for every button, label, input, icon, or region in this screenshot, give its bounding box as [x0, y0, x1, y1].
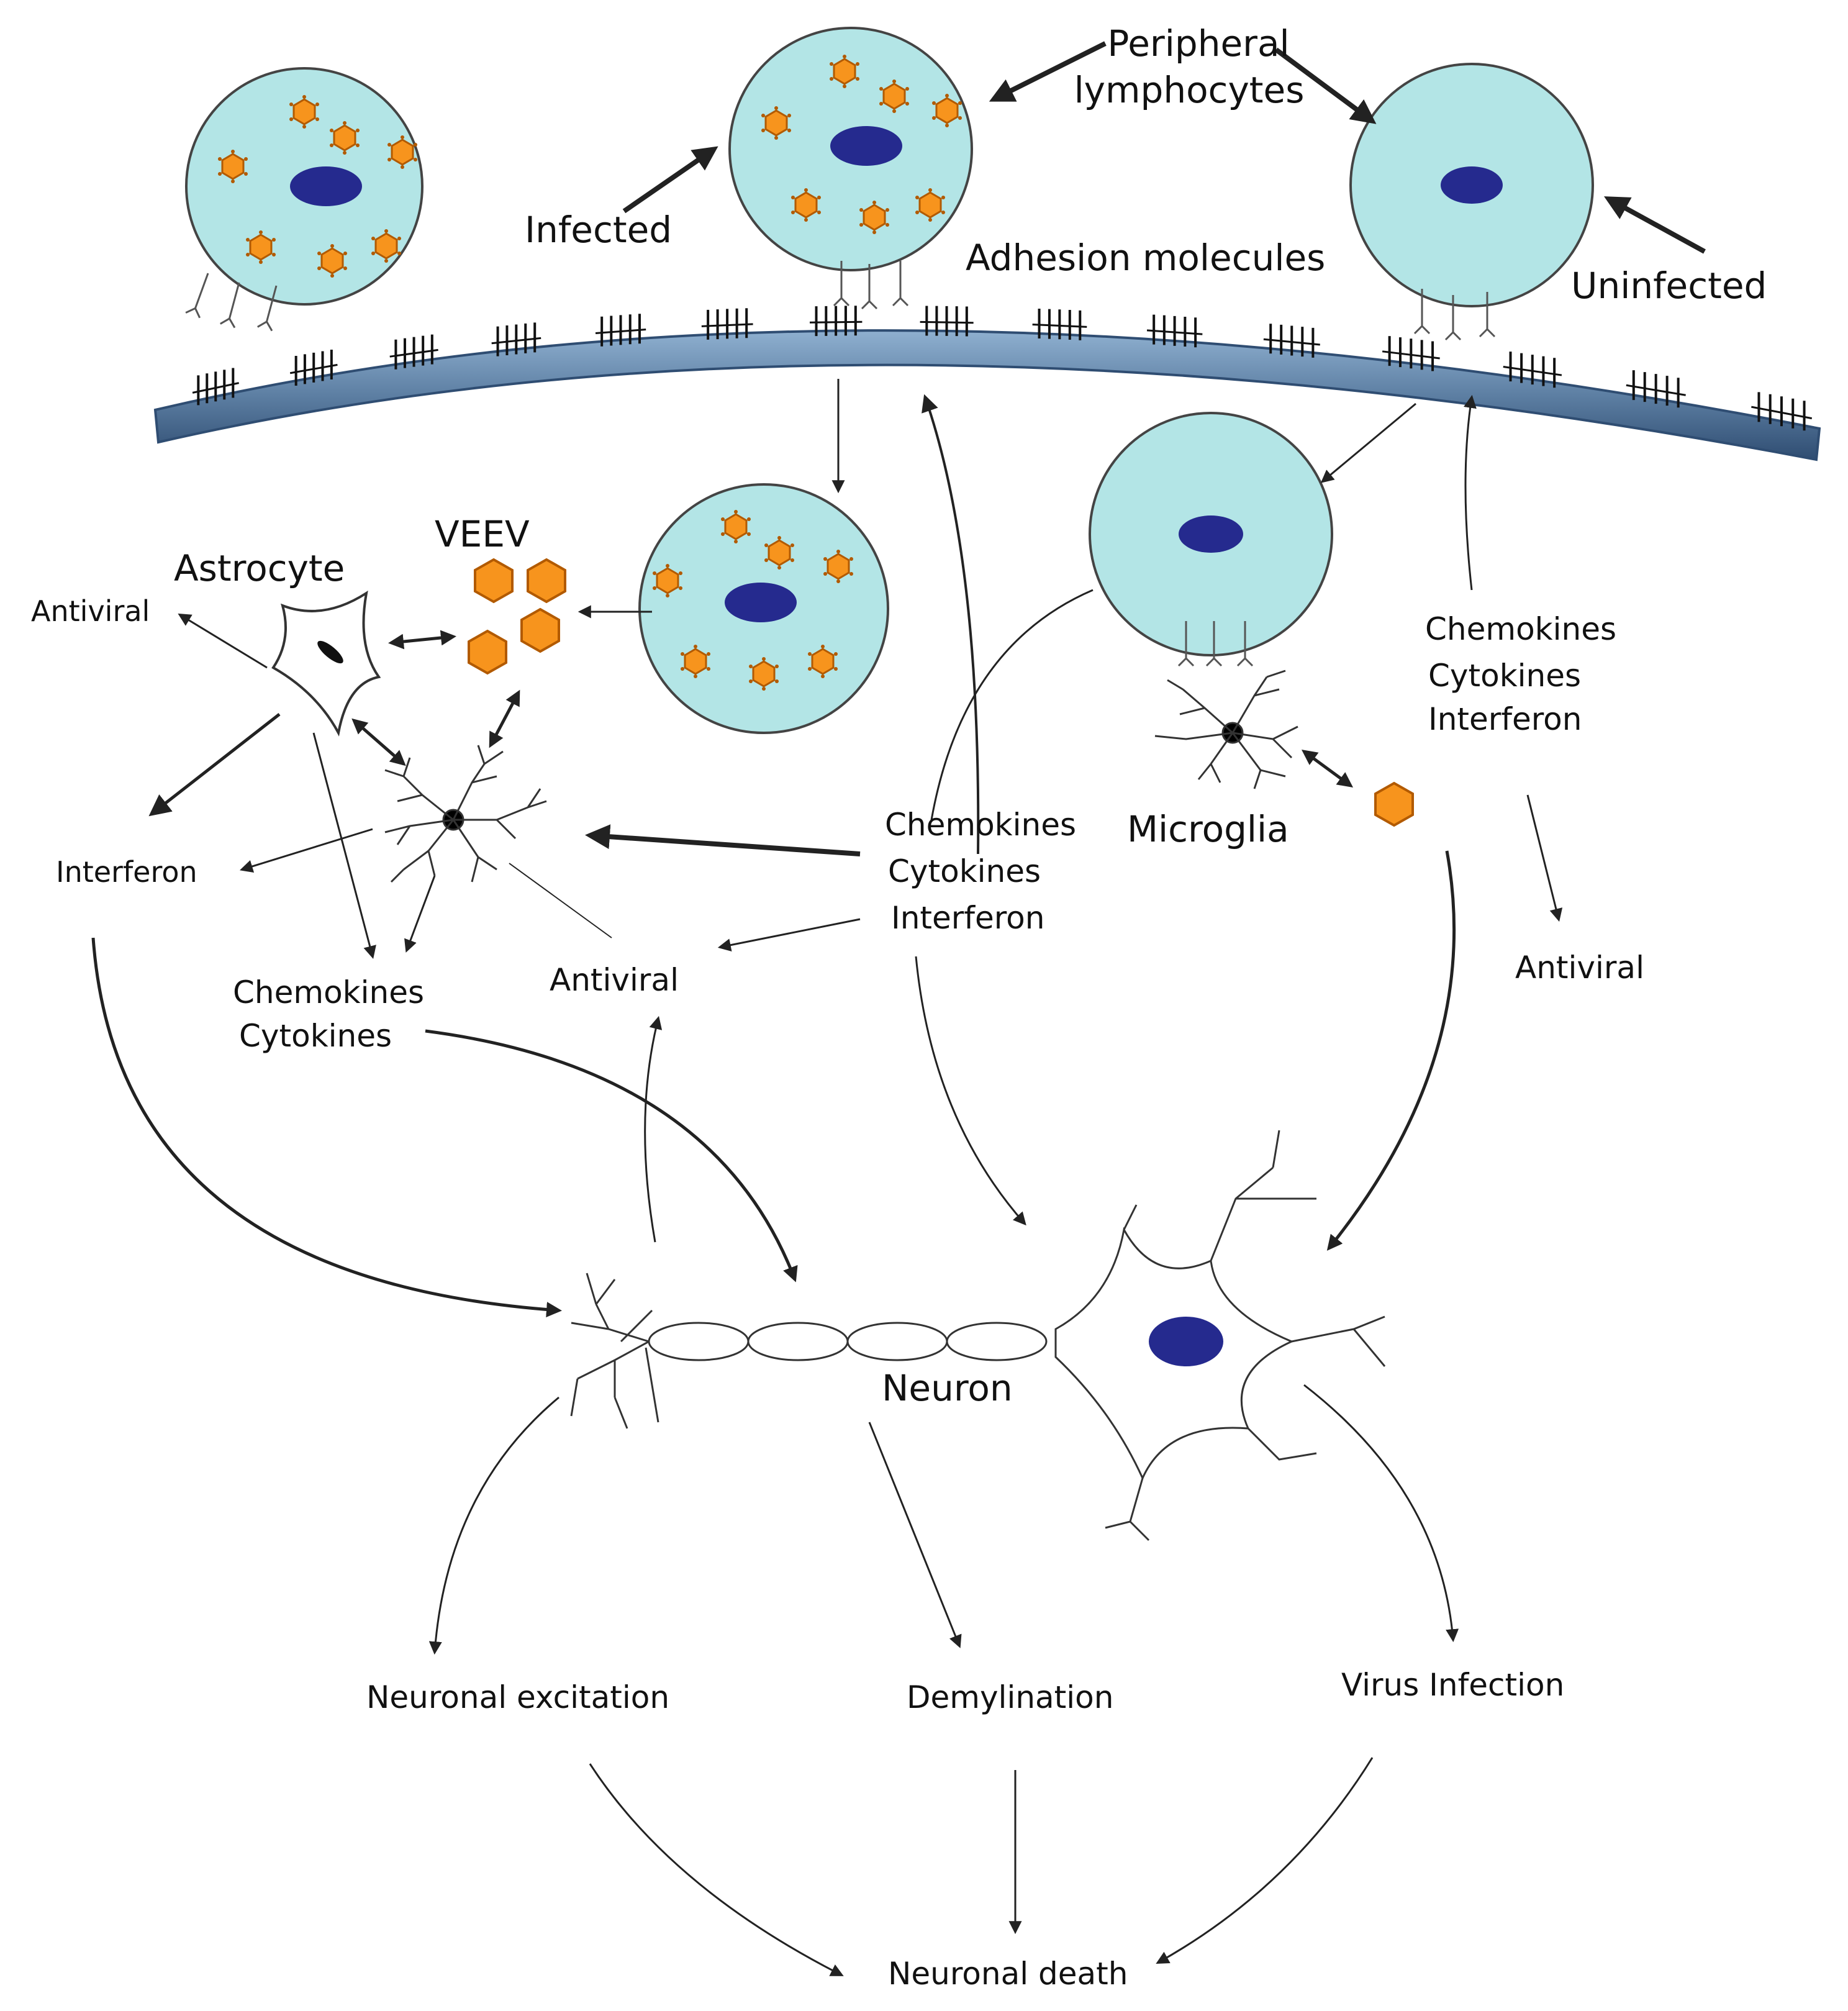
- lymphocyte-microglia: [1089, 412, 1333, 667]
- adhesion-molecule-bar: [1263, 338, 1320, 346]
- nucleus: [725, 583, 797, 622]
- label-center-interferon: Interferon: [891, 900, 1044, 936]
- label-peripheral: Peripheral: [1107, 22, 1289, 65]
- label-lymphocytes: lymphocytes: [1074, 69, 1305, 111]
- lymphocyte-top-left: [184, 67, 424, 332]
- adhesion-molecule-bar: [701, 323, 753, 327]
- lymphocyte-infected: [728, 27, 973, 310]
- nucleus: [830, 126, 902, 166]
- astrocyte-cell: [271, 590, 381, 737]
- label-antiviral-center: Antiviral: [550, 962, 679, 998]
- adhesion-molecule-bar: [1503, 365, 1562, 376]
- arrows: [91, 41, 1706, 1976]
- labels: Peripheral lymphocytes Infected Uninfect…: [31, 22, 1767, 1992]
- nucleus: [290, 166, 362, 206]
- label-demylination: Demylination: [907, 1679, 1113, 1715]
- label-right-chemokines: Chemokines: [1425, 611, 1616, 647]
- nucleus: [1441, 166, 1503, 204]
- label-antiviral-right: Antiviral: [1515, 950, 1644, 986]
- label-center-cytokines: Cytokines: [888, 853, 1041, 889]
- label-veev: VEEV: [435, 513, 530, 555]
- label-uninfected: Uninfected: [1571, 265, 1767, 307]
- adhesion-molecule-bar: [595, 329, 646, 335]
- nucleus: [1179, 515, 1243, 553]
- label-infected: Infected: [525, 209, 672, 251]
- label-neuronal-death: Neuronal death: [888, 1956, 1128, 1992]
- adhesion-molecule-bar: [289, 363, 338, 375]
- neuron-cell: [570, 1130, 1386, 1541]
- adhesion-molecule-bar: [491, 337, 541, 345]
- adhesion-molecule-bar: [192, 382, 239, 394]
- label-virus-infection: Virus Infection: [1341, 1667, 1564, 1703]
- adhesion-molecule-bar: [1146, 329, 1203, 335]
- adhesion-molecule-ticks: [192, 306, 1813, 431]
- endothelium-band: [153, 306, 1821, 461]
- label-right-interferon: Interferon: [1428, 701, 1582, 737]
- adhesion-molecule-bar: [1032, 324, 1087, 328]
- label-interferon-left: Interferon: [56, 855, 197, 889]
- label-astrocyte: Astrocyte: [174, 547, 345, 589]
- microglia-cell-left: [384, 745, 547, 883]
- label-cytokines-left: Cytokines: [239, 1018, 392, 1054]
- label-chemokines-left: Chemokines: [233, 974, 424, 1010]
- label-microglia: Microglia: [1127, 808, 1289, 850]
- label-neuronal-excitation: Neuronal excitation: [366, 1679, 669, 1715]
- lymphocyte-in-cns: [638, 483, 889, 734]
- adhesion-molecule-bar: [1626, 384, 1686, 396]
- label-adhesion-molecules: Adhesion molecules: [966, 237, 1325, 279]
- label-neuron: Neuron: [882, 1367, 1013, 1409]
- label-right-cytokines: Cytokines: [1428, 658, 1581, 694]
- label-center-chemokines: Chemokines: [885, 807, 1076, 843]
- microglia-cell-right: [1154, 670, 1298, 789]
- adhesion-molecule-bar: [389, 348, 438, 358]
- label-antiviral-left: Antiviral: [31, 594, 150, 628]
- adhesion-molecule-bar: [1751, 406, 1813, 420]
- lymphocyte-uninfected: [1349, 63, 1594, 341]
- adhesion-molecule-bar: [1382, 350, 1440, 360]
